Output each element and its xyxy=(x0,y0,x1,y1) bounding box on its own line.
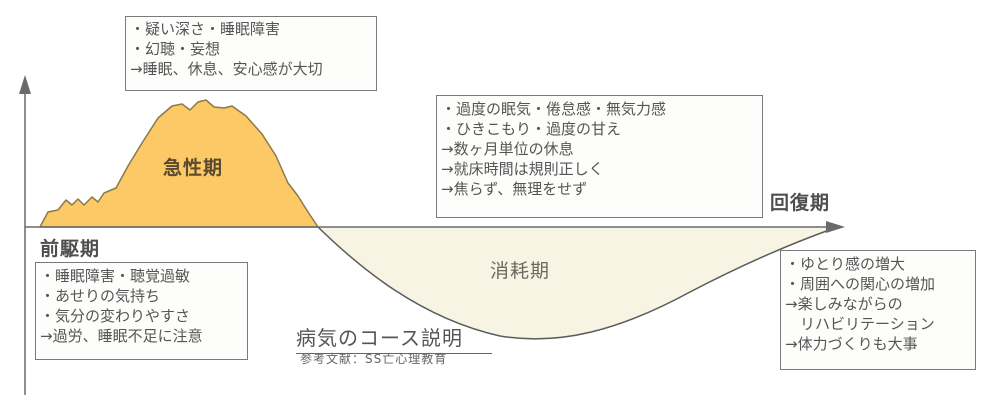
diagram-title: 病気のコース説明 xyxy=(296,322,492,354)
recovery-phase-notes: ・ゆとり感の増大 ・周囲への関心の増加 →楽しみながらの リハビリテーション →… xyxy=(780,250,976,370)
acute-phase-label: 急性期 xyxy=(163,157,224,179)
acute-note-3: →睡眠、休息、安心感が大切 xyxy=(130,60,323,78)
depletion-note-2: ・ひきこもり・過度の甘え xyxy=(441,120,622,138)
depletion-phase-curve xyxy=(317,226,833,340)
prodromal-note-3: ・気分の変わりやすさ xyxy=(40,307,191,325)
depletion-note-4: →就床時間は規則正しく xyxy=(441,160,604,178)
prodromal-note-1: ・睡眠障害・聴覚過敏 xyxy=(40,267,191,285)
prodromal-note-2: ・あせりの気持ち xyxy=(40,287,161,305)
diagram-reference: 参考文献：SS亡心理教育 xyxy=(300,352,448,366)
acute-phase-notes: ・疑い深さ・睡眠障害 ・幻聴・妄想 →睡眠、休息、安心感が大切 xyxy=(125,16,377,91)
recovery-phase-label: 回復期 xyxy=(770,192,831,214)
time-axis-arrowhead-icon xyxy=(826,221,845,233)
acute-phase-area xyxy=(39,99,319,228)
acute-note-1: ・疑い深さ・睡眠障害 xyxy=(130,20,281,38)
recovery-note-4: リハビリテーション xyxy=(785,315,935,333)
severity-axis-arrowhead-icon xyxy=(19,75,31,94)
depletion-phase-label: 消耗期 xyxy=(490,260,551,282)
recovery-note-5: →体力づくりも大事 xyxy=(785,335,918,353)
prodromal-phase-notes: ・睡眠障害・聴覚過敏 ・あせりの気持ち ・気分の変わりやすさ →過労、睡眠不足に… xyxy=(35,262,248,360)
depletion-note-1: ・過度の眠気・倦怠感・無気力感 xyxy=(441,100,667,118)
recovery-note-3: →楽しみながらの xyxy=(785,295,903,313)
prodromal-note-4: →過労、睡眠不足に注意 xyxy=(40,327,203,345)
depletion-note-5: →焦らず、無理をせず xyxy=(441,180,588,198)
depletion-phase-area xyxy=(318,227,832,339)
depletion-phase-notes: ・過度の眠気・倦怠感・無気力感 ・ひきこもり・過度の甘え →数ヶ月単位の休息 →… xyxy=(436,95,763,218)
recovery-note-2: ・周囲への関心の増加 xyxy=(785,275,936,293)
recovery-note-1: ・ゆとり感の増大 xyxy=(785,255,906,273)
prodromal-phase-label: 前駆期 xyxy=(40,238,101,260)
acute-note-2: ・幻聴・妄想 xyxy=(130,40,221,58)
depletion-note-3: →数ヶ月単位の休息 xyxy=(441,140,574,158)
